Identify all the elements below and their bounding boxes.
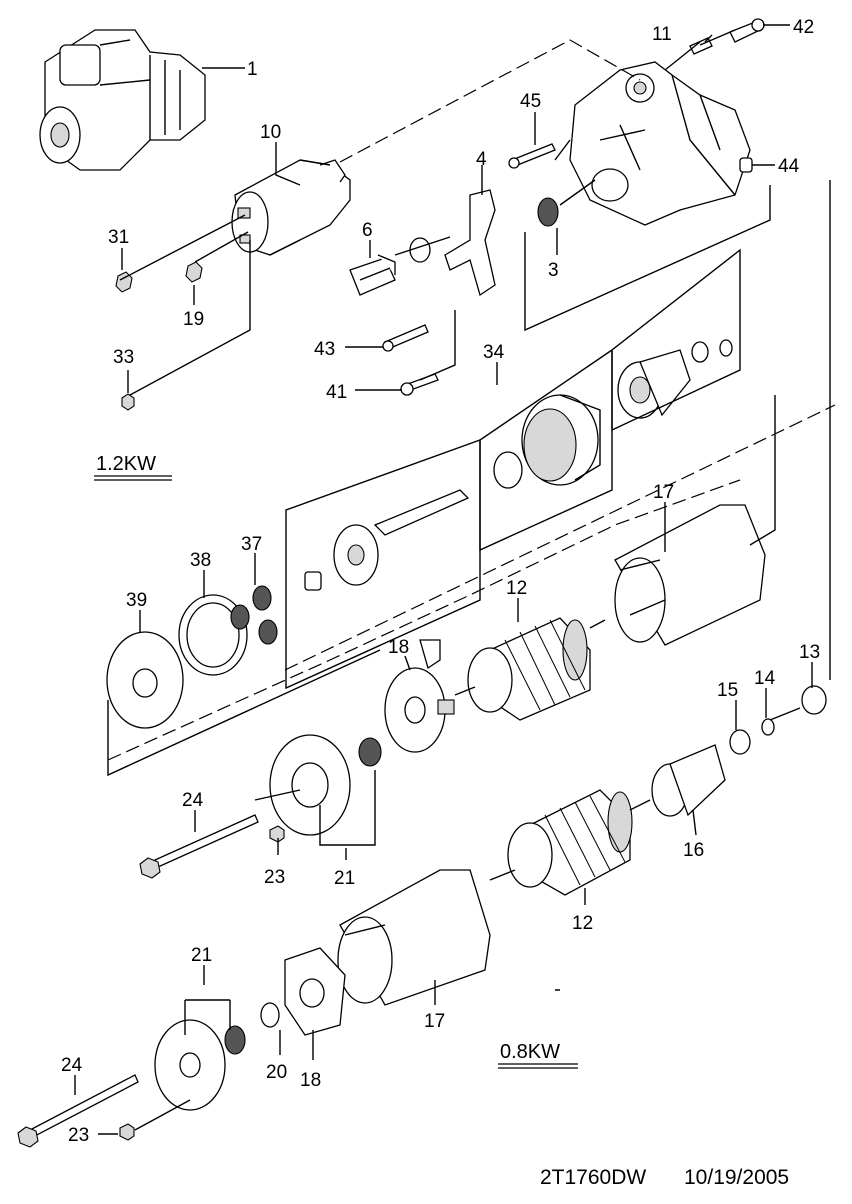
planetary-gear-ring-illustration <box>493 394 601 489</box>
callout-13: 13 <box>799 642 820 663</box>
through-bolt-24-upper-illustration <box>139 814 259 879</box>
callout-18-upper: 18 <box>388 637 409 658</box>
callout-3: 3 <box>548 260 559 281</box>
spring-block-illustration <box>349 254 396 296</box>
through-bolt-24-lower-illustration <box>17 1074 139 1148</box>
callout-45: 45 <box>520 91 541 112</box>
callout-4: 4 <box>476 149 487 170</box>
rating-1-2kw: 1.2KW <box>96 453 156 475</box>
brush-holder-18-upper-illustration <box>384 639 455 753</box>
callout-16: 16 <box>683 840 704 861</box>
callout-19: 19 <box>183 309 204 330</box>
bolt-41-illustration <box>400 373 439 396</box>
callout-37: 37 <box>241 534 262 555</box>
nut-19-illustration <box>185 261 203 283</box>
rating-label-lower: 0.8KW <box>498 1041 578 1069</box>
bolt-42-illustration <box>729 18 765 43</box>
callout-14: 14 <box>754 668 776 689</box>
drawing-number: 2T1760DW <box>540 1166 646 1189</box>
leader-lines <box>74 24 813 1135</box>
callout-12-upper: 12 <box>506 578 527 599</box>
bolt-45-illustration <box>508 143 556 169</box>
callout-24-lower: 24 <box>61 1055 83 1076</box>
ring-15-illustration <box>729 729 751 755</box>
callout-labels: 1 10 11 42 45 4 44 6 31 19 3 33 43 41 34… <box>61 17 820 1146</box>
yoke-17-lower-illustration <box>337 869 491 1006</box>
callout-10: 10 <box>260 122 281 143</box>
armature-12-upper-illustration <box>454 617 606 721</box>
callout-12-lower: 12 <box>572 913 593 934</box>
callout-17-upper: 17 <box>653 482 674 503</box>
end-frame-21-lower-illustration <box>154 1019 246 1111</box>
screw-23-lower-illustration <box>119 1123 135 1141</box>
brush-holder-18-lower-illustration <box>284 947 346 1036</box>
rating-label-upper: 1.2KW <box>94 453 172 481</box>
washer-20-illustration <box>260 1002 280 1028</box>
callout-15: 15 <box>717 680 738 701</box>
planet-gears-37-illustration <box>230 585 278 645</box>
nut-33-illustration <box>121 393 135 411</box>
callout-24-upper: 24 <box>182 790 204 811</box>
callout-23-lower: 23 <box>68 1125 89 1146</box>
pinion-clutch-illustration <box>617 339 733 419</box>
drive-end-housing-illustration <box>569 61 751 226</box>
callout-1: 1 <box>247 59 258 80</box>
callout-21-lower: 21 <box>191 945 212 966</box>
bushing-3-illustration <box>537 197 559 227</box>
ring-14-illustration <box>761 718 775 736</box>
drawing-date: 10/19/2005 <box>684 1166 789 1189</box>
plate-39-illustration <box>106 631 184 729</box>
planet-carrier-shaft-illustration <box>304 489 470 591</box>
callout-31: 31 <box>108 227 129 248</box>
callout-41: 41 <box>326 382 347 403</box>
callout-44: 44 <box>778 156 800 177</box>
callout-20: 20 <box>266 1062 287 1083</box>
fork-lever-illustration <box>409 189 496 297</box>
bolt-11-illustration <box>689 37 713 55</box>
gear-ring-38-illustration <box>178 594 248 676</box>
callout-11: 11 <box>652 24 672 45</box>
plug-44-illustration <box>739 157 753 173</box>
callout-17-lower: 17 <box>424 1011 445 1032</box>
callout-39: 39 <box>126 590 147 611</box>
footer: 2T1760DW 10/19/2005 <box>540 1166 789 1189</box>
pinion-16-illustration <box>651 744 726 817</box>
callout-23-upper: 23 <box>264 867 285 888</box>
callout-33: 33 <box>113 347 134 368</box>
callout-18-lower: 18 <box>300 1070 321 1091</box>
callout-34: 34 <box>483 342 505 363</box>
bolt-43-illustration <box>382 324 429 352</box>
starter-assembly-illustration <box>39 29 206 171</box>
screw-23-upper-illustration <box>269 825 285 843</box>
callout-21-upper: 21 <box>334 868 355 889</box>
callout-43: 43 <box>314 339 335 360</box>
ring-13-illustration <box>801 685 827 715</box>
nut-31-illustration <box>115 271 133 293</box>
end-frame-21-upper-illustration <box>269 734 382 836</box>
rating-0-8kw: 0.8KW <box>500 1041 560 1063</box>
armature-12-lower-illustration <box>507 789 651 896</box>
callout-42: 42 <box>793 17 814 38</box>
callout-38: 38 <box>190 550 211 571</box>
callout-6: 6 <box>362 220 373 241</box>
yoke-17-upper-illustration <box>614 504 766 646</box>
assembly-group-lines <box>107 29 836 1131</box>
